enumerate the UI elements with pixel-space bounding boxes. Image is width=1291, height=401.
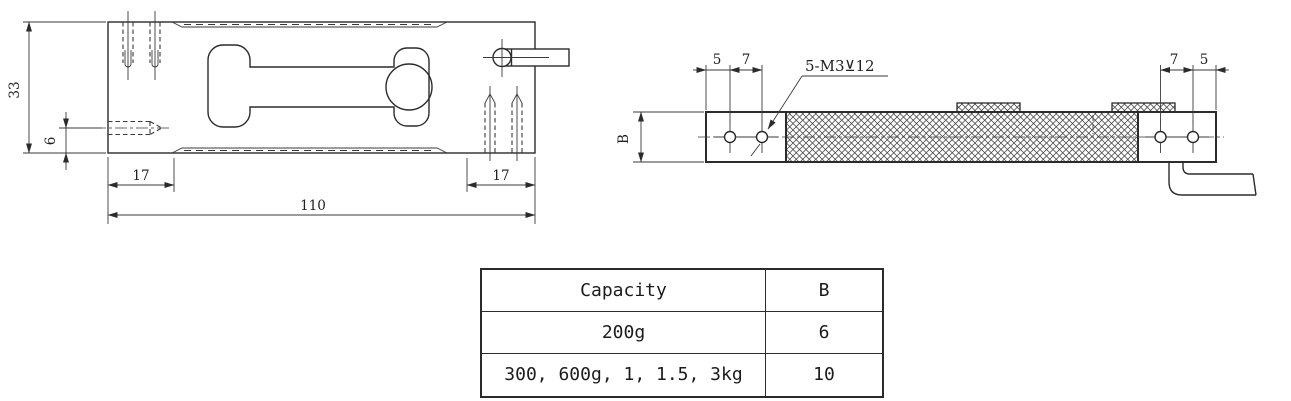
mount-holes [714,121,1209,153]
dim-right-7-label: 7 [1170,52,1179,68]
tapped-hole-top-1 [122,11,134,80]
thread-callout: 5-M3⊻12 [750,57,888,157]
boss-circle [385,63,433,111]
cable [1168,162,1257,196]
dim-left-5-7: 5 7 [693,52,763,122]
header-b: B [765,268,884,312]
dim-33-label: 33 [7,81,23,98]
cable-pin [483,39,570,77]
dim-left-5-label: 5 [713,52,722,68]
top-pad-2 [1111,102,1176,113]
dim-B: B [616,111,704,163]
spec-table: Capacity B 200g 6 300, 600g, 1, 1.5, 3kg… [480,268,884,398]
dim-17-right-label: 17 [492,168,509,184]
table-row: 200g 6 [480,310,884,354]
dim-110: 110 [107,198,536,218]
b-value: 10 [765,352,884,398]
dim-17-left: 17 [107,157,175,224]
tapped-hole-top-2 [149,11,161,80]
dim-17-right: 17 [466,157,536,224]
side-hole-left [94,120,170,136]
dim-B-label: B [616,134,632,144]
dim-110-label: 110 [300,198,326,214]
capacity-value: 200g [480,310,766,354]
dim-left-7-label: 7 [742,52,751,68]
dim-right-5-label: 5 [1200,52,1209,68]
serrated-edge-top [171,21,448,28]
tapped-hole-bottom-1 [484,86,496,161]
tapped-hole-bottom-2 [511,86,523,161]
thread-callout-label: 5-M3⊻12 [805,57,875,75]
side-view: B 5 7 7 5 [616,52,1257,196]
dim-6: 6 [43,112,102,170]
table-header-row: Capacity B [480,268,884,312]
plan-view: 33 6 17 17 [7,11,570,224]
dim-17-left-label: 17 [132,168,149,184]
dim-right-7-5: 7 5 [1160,52,1229,122]
dim-33: 33 [7,21,106,154]
dim-6-label: 6 [43,137,59,146]
capacity-value: 300, 600g, 1, 1.5, 3kg [480,352,766,398]
b-value: 6 [765,310,884,354]
top-pad-1 [956,102,1021,113]
plate-outline [107,21,536,154]
table-row: 300, 600g, 1, 1.5, 3kg 10 [480,352,884,398]
serrated-edge-bottom [171,147,448,154]
header-capacity: Capacity [480,268,766,312]
dogbone-cutout [207,44,430,128]
